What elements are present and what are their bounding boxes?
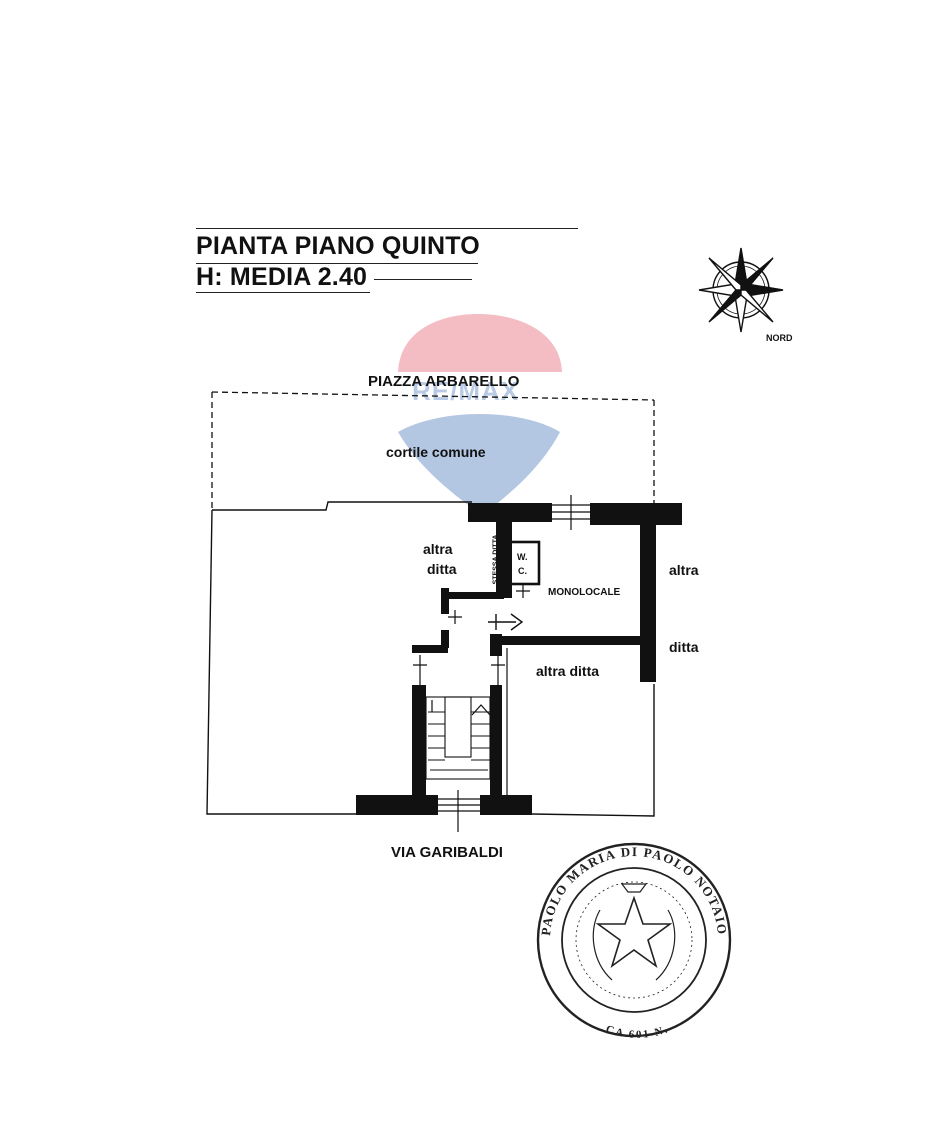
- neighbor-center-label: altra ditta: [536, 663, 600, 679]
- wc-label-line2: C.: [518, 566, 527, 576]
- plan-title: PIANTA PIANO QUINTO: [196, 232, 480, 260]
- neighbor-left-line1: altra: [423, 541, 453, 557]
- title-rule-top: [196, 228, 578, 229]
- main-room-label: MONOLOCALE: [548, 587, 621, 598]
- svg-text:PAOLO MARIA DI PAOLO NOTAIO: PAOLO MARIA DI PAOLO NOTAIO: [538, 844, 730, 936]
- courtyard-label: cortile comune: [386, 444, 486, 460]
- north-label: NORD: [766, 333, 793, 343]
- title-underline: [196, 292, 370, 293]
- svg-text:CA 601 N.: CA 601 N.: [604, 1023, 671, 1041]
- seal-ring-text: PAOLO MARIA DI PAOLO NOTAIO: [538, 844, 728, 936]
- height-label: H: MEDIA 2.40: [196, 263, 368, 291]
- wc-label-line1: W.: [517, 552, 528, 562]
- height-rule-right: [374, 279, 472, 280]
- north-street-label: PIAZZA ARBARELLO: [368, 373, 520, 390]
- watermark-brand: RE/MAX: [412, 376, 520, 406]
- neighbor-right-line1: altra: [669, 562, 699, 578]
- neighbor-right-line2: ditta: [669, 639, 699, 655]
- title-rule-mid: [196, 263, 478, 264]
- south-street-label: VIA GARIBALDI: [391, 844, 503, 861]
- seal-ring-text-bottom: CA 601 N.: [604, 1023, 669, 1041]
- neighbor-left-line2: ditta: [427, 561, 457, 577]
